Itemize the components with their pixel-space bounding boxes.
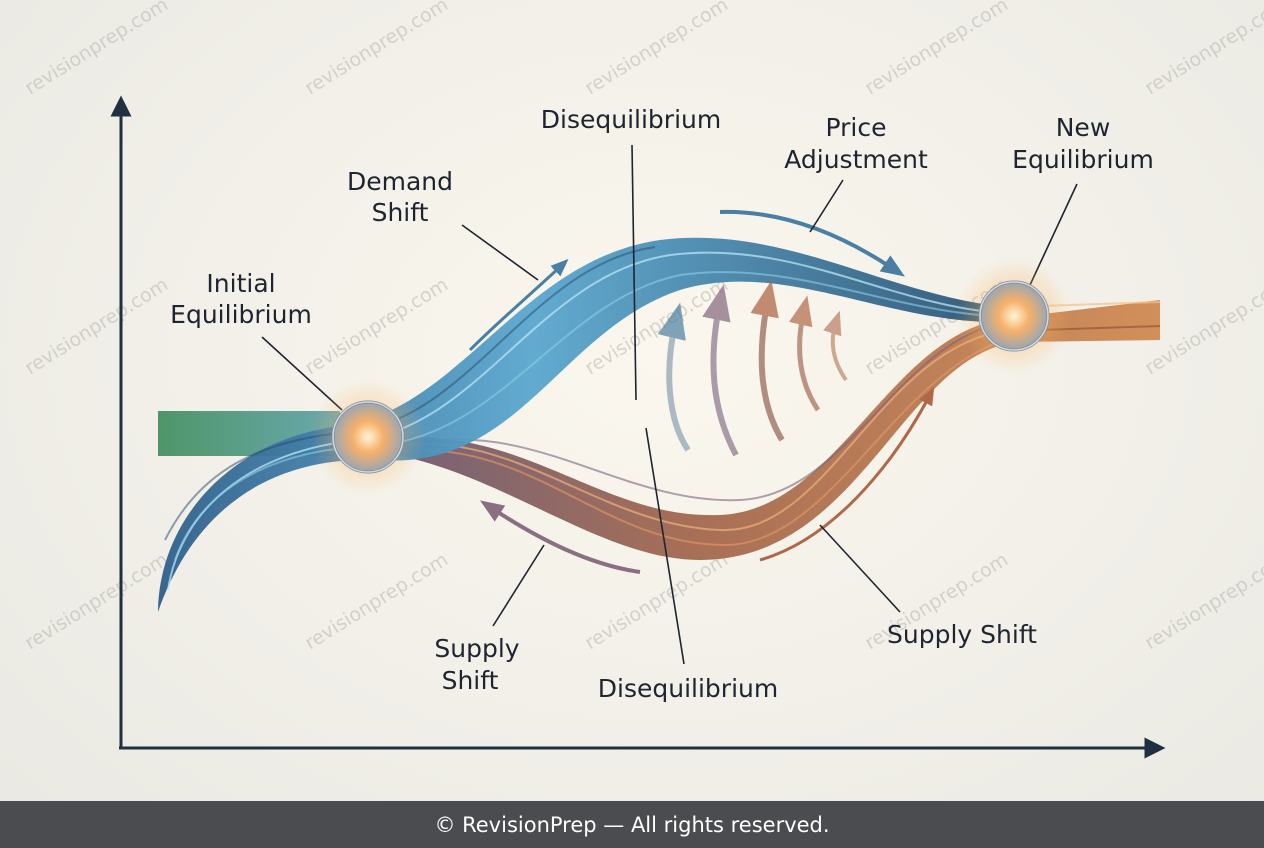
label-demand-shift-1: Demand [347, 167, 453, 196]
watermark-text: revisionprep.com [301, 274, 452, 380]
label-initial-equilibrium-1: Initial [206, 269, 275, 298]
new-equilibrium-node [956, 258, 1072, 374]
watermark-text: revisionprep.com [1141, 549, 1264, 655]
watermark-text: revisionprep.com [581, 0, 732, 99]
watermark-text: revisionprep.com [861, 0, 1012, 99]
price-adjustment-arrow [719, 209, 905, 277]
watermark-text: revisionprep.com [301, 0, 452, 99]
copyright-footer: © RevisionPrep — All rights reserved. [0, 801, 1264, 848]
watermark-text: revisionprep.com [21, 274, 172, 380]
supply-shift-right-arrow [759, 387, 935, 562]
label-disequilibrium-bottom: Disequilibrium [598, 674, 778, 703]
label-supply-shift-left-2: Shift [442, 666, 499, 695]
demand-shift-arrow [468, 258, 569, 352]
label-price-adjustment-1: Price [826, 113, 887, 142]
supply-shift-left-arrow [479, 500, 641, 574]
label-disequilibrium-top: Disequilibrium [541, 105, 721, 134]
watermark-text: revisionprep.com [301, 549, 452, 655]
initial-equilibrium-node [310, 379, 426, 495]
watermark-text: revisionprep.com [21, 549, 172, 655]
label-new-equilibrium-1: New [1056, 113, 1111, 142]
watermark-text: revisionprep.com [21, 0, 172, 99]
label-price-adjustment-2: Adjustment [784, 145, 928, 174]
adjustment-arrows [657, 280, 848, 457]
label-supply-shift-right: Supply Shift [887, 620, 1037, 649]
label-demand-shift-2: Shift [372, 198, 429, 227]
label-supply-shift-left-1: Supply [434, 634, 519, 663]
label-new-equilibrium-2: Equilibrium [1012, 145, 1154, 174]
footer-text: © RevisionPrep — All rights reserved. [434, 812, 830, 837]
label-initial-equilibrium-2: Equilibrium [170, 300, 312, 329]
equilibrium-diagram: revisionprep.com revisionprep.com revisi… [21, 0, 1264, 759]
watermark-text: revisionprep.com [1141, 0, 1264, 99]
